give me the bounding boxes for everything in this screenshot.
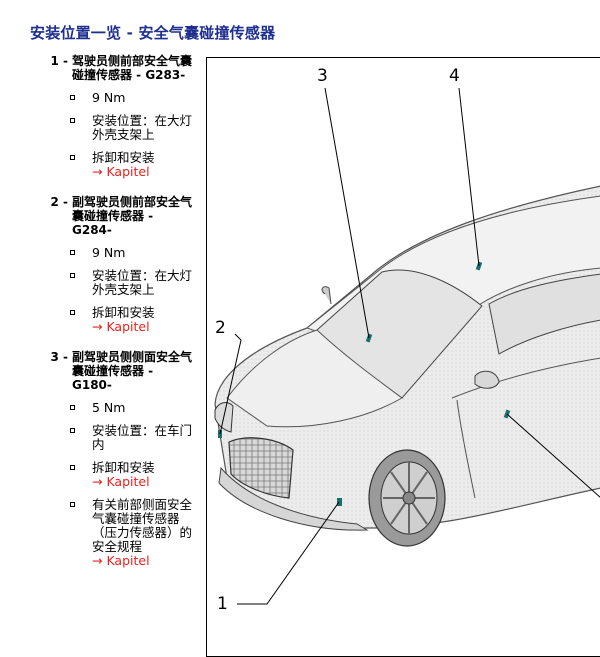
list-item-1: 1 - 驾驶员侧前部安全气囊碰撞传感器 - G283- 9 Nm 安装位置：在大…: [0, 54, 200, 179]
sensor-1: [337, 498, 342, 506]
hood: [226, 329, 403, 428]
callout-4: 4: [449, 66, 460, 86]
checkbox-bullet-icon: [70, 273, 75, 278]
leader-line-1: [237, 501, 340, 605]
front-wheel: [368, 449, 446, 547]
legend-list: 1 - 驾驶员侧前部安全气囊碰撞传感器 - G283- 9 Nm 安装位置：在大…: [0, 54, 200, 568]
checkbox-bullet-icon: [70, 405, 75, 410]
checkbox-bullet-icon: [70, 155, 75, 160]
checkbox-bullet-icon: [70, 310, 75, 315]
sub-item: 安装位置：在大灯外壳支架上: [0, 269, 192, 297]
sub-item: 有关前部侧面安全气囊碰撞传感器（压力传感器）的安全规程 → Kapitel: [0, 498, 192, 568]
callout-3: 3: [317, 66, 328, 86]
sub-item-text: 有关前部侧面安全气囊碰撞传感器（压力传感器）的安全规程: [92, 497, 193, 554]
sub-item: 拆卸和安装 → Kapitel: [0, 306, 192, 334]
sub-item: 安装位置：在大灯外壳支架上: [0, 114, 192, 142]
item-number: 2 -: [50, 195, 68, 209]
leader-line-2: [219, 333, 242, 435]
side-mirror: [474, 370, 500, 389]
leader-line-3: [324, 87, 370, 339]
side-window: [488, 273, 600, 355]
sub-item-text: 拆卸和安装: [92, 305, 155, 320]
kapitel-link[interactable]: → Kapitel: [92, 164, 150, 179]
sub-item-text: 9 Nm: [92, 245, 126, 260]
callout-2: 2: [215, 318, 226, 338]
sub-item-text: 拆卸和安装: [92, 150, 155, 165]
grille: [228, 437, 294, 499]
kapitel-link[interactable]: → Kapitel: [92, 474, 150, 489]
checkbox-bullet-icon: [70, 428, 75, 433]
checkbox-bullet-icon: [70, 502, 75, 507]
list-item-2: 2 - 副驾驶员侧前部安全气囊碰撞传感器 - G284- 9 Nm 安装位置：在…: [0, 195, 200, 334]
item-number: 1 -: [50, 54, 68, 68]
door-line: [451, 357, 600, 499]
item-heading: 1 - 驾驶员侧前部安全气囊碰撞传感器 - G283-: [0, 54, 192, 82]
page-title: 安装位置一览 - 安全气囊碰撞传感器: [30, 24, 276, 42]
sub-item: 9 Nm: [0, 246, 192, 260]
item-number: 3 -: [50, 350, 68, 364]
sub-item: 5 Nm: [0, 401, 192, 415]
sub-item-text: 安装位置：在车门内: [92, 423, 193, 452]
sub-item: 9 Nm: [0, 91, 192, 105]
checkbox-bullet-icon: [70, 118, 75, 123]
callout-1: 1: [217, 594, 228, 614]
sub-item: 安装位置：在车门内: [0, 424, 192, 452]
sub-item-text: 安装位置：在大灯外壳支架上: [92, 113, 193, 142]
sub-item-text: 安装位置：在大灯外壳支架上: [92, 268, 193, 297]
checkbox-bullet-icon: [70, 250, 75, 255]
leader-line-door: [506, 413, 600, 498]
sub-item: 拆卸和安装 → Kapitel: [0, 461, 192, 489]
car-figure: 3 4 2 1: [206, 57, 600, 657]
list-item-3: 3 - 副驾驶员侧侧面安全气囊碰撞传感器 - G180- 5 Nm 安装位置：在…: [0, 350, 200, 568]
sub-item-text: 拆卸和安装: [92, 460, 155, 475]
item-name: 驾驶员侧前部安全气囊碰撞传感器 - G283-: [72, 54, 193, 82]
item-name: 副驾驶员侧前部安全气囊碰撞传感器 - G284-: [72, 195, 193, 237]
item-name: 副驾驶员侧侧面安全气囊碰撞传感器 - G180-: [72, 350, 193, 392]
sub-item-text: 5 Nm: [92, 400, 126, 415]
item-heading: 3 - 副驾驶员侧侧面安全气囊碰撞传感器 - G180-: [0, 350, 192, 392]
kapitel-link[interactable]: → Kapitel: [92, 319, 150, 334]
checkbox-bullet-icon: [70, 95, 75, 100]
item-heading: 2 - 副驾驶员侧前部安全气囊碰撞传感器 - G284-: [0, 195, 192, 237]
front-bumper: [218, 466, 369, 531]
leader-line-4: [458, 87, 480, 267]
kapitel-link[interactable]: → Kapitel: [92, 553, 150, 568]
sub-item-text: 9 Nm: [92, 90, 126, 105]
checkbox-bullet-icon: [70, 465, 75, 470]
antenna: [321, 286, 332, 305]
sub-item: 拆卸和安装 → Kapitel: [0, 151, 192, 179]
car-illustration: [214, 87, 600, 605]
